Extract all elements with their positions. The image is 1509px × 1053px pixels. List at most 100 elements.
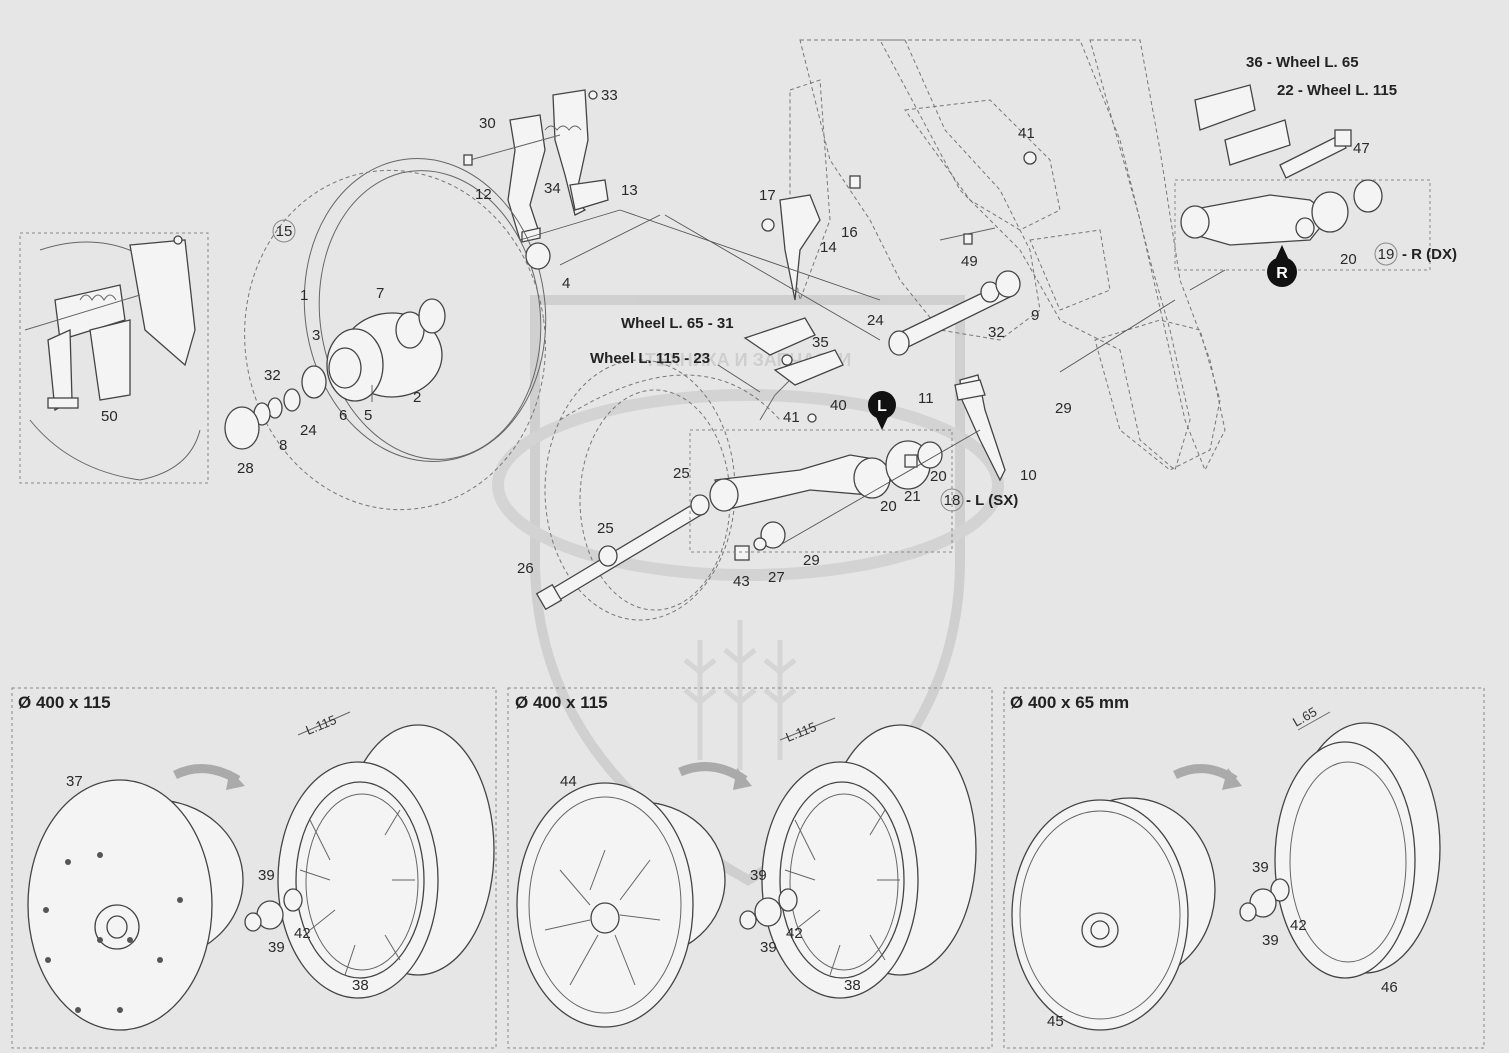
wheel-solid-37 bbox=[27, 779, 244, 1031]
part-29a: 29 bbox=[1055, 400, 1072, 417]
scraper-assembly-inset bbox=[24, 235, 201, 481]
part-1: 1 bbox=[300, 287, 308, 304]
part-13: 13 bbox=[621, 182, 638, 199]
part-20a: 20 bbox=[1340, 251, 1357, 268]
tyre-38-panel2 bbox=[761, 724, 977, 999]
part-2: 2 bbox=[413, 389, 421, 406]
part-43: 43 bbox=[733, 573, 750, 590]
part-38b: 38 bbox=[844, 977, 861, 994]
disc-blade bbox=[303, 158, 547, 462]
bracket-14 bbox=[761, 151, 1037, 301]
circled-15: 15 bbox=[276, 223, 293, 240]
circled-19: 19 bbox=[1378, 246, 1395, 263]
part-39a: 39 bbox=[258, 867, 275, 884]
part-3: 3 bbox=[312, 327, 320, 344]
part-4: 4 bbox=[562, 275, 570, 292]
marker-l: L bbox=[868, 391, 896, 430]
part-37: 37 bbox=[66, 773, 83, 790]
part-50: 50 bbox=[101, 408, 118, 425]
part-14: 14 bbox=[820, 239, 837, 256]
frame-assembly bbox=[789, 39, 1226, 472]
part-25a: 25 bbox=[673, 465, 690, 482]
part-29b: 29 bbox=[803, 552, 820, 569]
part-44: 44 bbox=[560, 773, 577, 790]
part-11: 11 bbox=[918, 390, 934, 407]
panel-1-title: Ø 400 x 115 bbox=[18, 693, 111, 712]
label-left-side: - L (SX) bbox=[966, 492, 1018, 509]
panel-3-title: Ø 400 x 65 mm bbox=[1010, 693, 1129, 712]
dim-panel1: L.115 bbox=[304, 712, 339, 738]
part-38a: 38 bbox=[352, 977, 369, 994]
part-49: 49 bbox=[961, 253, 978, 270]
part-25b: 25 bbox=[597, 520, 614, 537]
part-33: 33 bbox=[601, 87, 618, 104]
part-27: 27 bbox=[768, 569, 785, 586]
wear-plate-mid bbox=[743, 317, 844, 423]
bearing-panel3 bbox=[1239, 878, 1290, 922]
part-41a: 41 bbox=[1018, 125, 1035, 142]
part-34: 34 bbox=[544, 180, 561, 197]
label-right-side: - R (DX) bbox=[1402, 246, 1457, 263]
part-42a: 42 bbox=[294, 925, 311, 942]
part-28: 28 bbox=[237, 460, 254, 477]
marker-r: R bbox=[1267, 245, 1297, 287]
right-arm-frame bbox=[1174, 179, 1431, 271]
tyre-38-panel1 bbox=[277, 724, 495, 999]
part-number-labels: 1 2 3 4 5 6 7 8 9 10 11 12 13 14 16 17 2… bbox=[66, 87, 1398, 1030]
part-26: 26 bbox=[517, 560, 534, 577]
tyre-46 bbox=[1274, 722, 1441, 979]
leader-lines bbox=[519, 209, 1226, 546]
left-arm-assembly bbox=[709, 440, 943, 512]
part-10: 10 bbox=[1020, 467, 1037, 484]
text-labels: 36 - Wheel L. 65 22 - Wheel L. 115 Wheel… bbox=[590, 54, 1457, 509]
label-wheel115-mid: Wheel L. 115 - 23 bbox=[590, 350, 710, 367]
axle-bolt bbox=[535, 494, 786, 611]
part-42c: 42 bbox=[1290, 917, 1307, 934]
part-12: 12 bbox=[475, 186, 492, 203]
part-20b: 20 bbox=[930, 468, 947, 485]
part-39d: 39 bbox=[760, 939, 777, 956]
bearing-panel2 bbox=[739, 888, 798, 930]
circled-18: 18 bbox=[944, 492, 961, 509]
circled-numbers: 15 18 19 bbox=[272, 219, 1398, 512]
part-6: 6 bbox=[339, 407, 347, 424]
part-16: 16 bbox=[841, 224, 858, 241]
part-30: 30 bbox=[479, 115, 496, 132]
part-47: 47 bbox=[1353, 140, 1370, 157]
svg-text:R: R bbox=[1276, 265, 1288, 282]
label-wheel65-mid: Wheel L. 65 - 31 bbox=[621, 315, 734, 332]
panel-3-frame bbox=[1003, 687, 1485, 1049]
right-arm-assembly bbox=[1180, 84, 1383, 246]
watermark-shield: ТЕХНИКА И ЗАПЧАСТИ bbox=[492, 295, 1004, 886]
part-40: 40 bbox=[830, 397, 847, 414]
label-wheel65-top: 36 - Wheel L. 65 bbox=[1246, 54, 1359, 71]
part-24a: 24 bbox=[300, 422, 317, 439]
part-45: 45 bbox=[1047, 1013, 1064, 1030]
part-46: 46 bbox=[1381, 979, 1398, 996]
svg-text:L: L bbox=[877, 398, 887, 415]
part-9: 9 bbox=[1031, 307, 1039, 324]
scraper-bracket bbox=[463, 89, 609, 243]
scraper-blade bbox=[954, 374, 1006, 482]
part-7: 7 bbox=[376, 285, 384, 302]
scraper-inset-frame bbox=[19, 232, 209, 484]
label-wheel115-top: 22 - Wheel L. 115 bbox=[1277, 82, 1397, 99]
dim-panel2: L.115 bbox=[784, 719, 819, 745]
hub-assembly bbox=[224, 242, 551, 450]
part-41b: 41 bbox=[783, 409, 800, 426]
part-24b: 24 bbox=[867, 312, 884, 329]
part-20c: 20 bbox=[880, 498, 897, 515]
part-39f: 39 bbox=[1262, 932, 1279, 949]
panel-2-frame bbox=[507, 687, 993, 1049]
part-32a: 32 bbox=[264, 367, 281, 384]
bearing-panel1 bbox=[244, 888, 303, 932]
wheel-disc-45 bbox=[1011, 797, 1216, 1031]
part-21: 21 bbox=[904, 488, 921, 505]
part-39c: 39 bbox=[750, 867, 767, 884]
part-17: 17 bbox=[759, 187, 776, 204]
part-8: 8 bbox=[279, 437, 287, 454]
part-39e: 39 bbox=[1252, 859, 1269, 876]
part-32b: 32 bbox=[988, 324, 1005, 341]
wheel-spoked-44 bbox=[516, 782, 726, 1028]
